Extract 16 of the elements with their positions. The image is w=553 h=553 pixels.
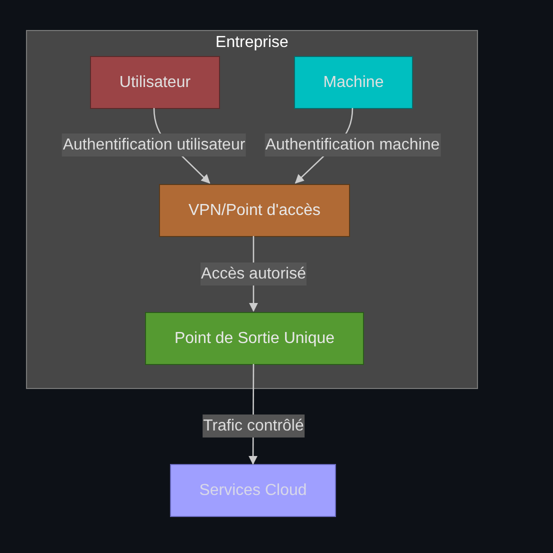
process-box [170, 464, 336, 517]
node-label: Utilisateur [119, 72, 191, 92]
edge-label: Trafic contrôlé [202, 414, 305, 438]
process-box [145, 312, 364, 365]
process-box [90, 56, 220, 109]
node-label: Machine [323, 72, 384, 92]
node-label: Services Cloud [199, 480, 307, 500]
group-title: Entreprise [216, 33, 288, 53]
process-box [159, 184, 350, 237]
edge-label: Authentification machine [264, 134, 441, 156]
edge-label: Accès autorisé [200, 262, 307, 285]
process-box [294, 56, 413, 109]
node-label: VPN/Point d'accès [188, 200, 320, 220]
node-label: Point de Sortie Unique [174, 328, 335, 348]
group-container [26, 30, 478, 389]
edge-label: Authentification utilisateur [62, 134, 246, 156]
